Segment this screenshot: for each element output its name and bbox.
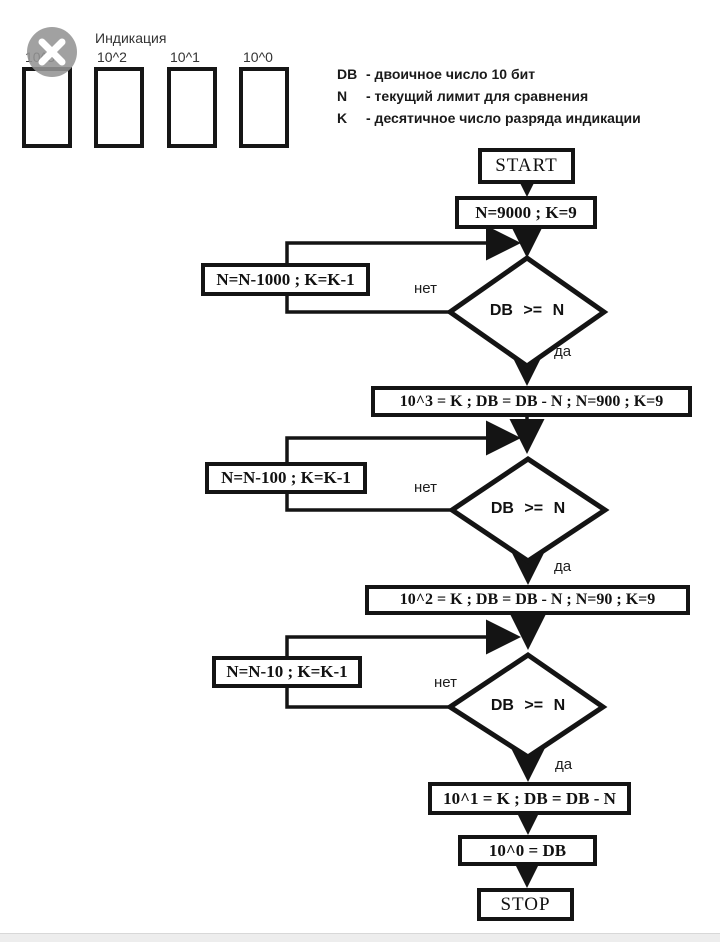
- branch-no-label-1: нет: [414, 280, 437, 297]
- stop-node: STOP: [477, 888, 574, 921]
- decision3-label: DB >= N: [490, 697, 566, 714]
- legend-term: K: [337, 110, 348, 126]
- branch-no-label-2: нет: [414, 479, 437, 496]
- decision1-diamond: [445, 254, 609, 370]
- legend-term: DB: [337, 66, 358, 82]
- close-icon: [38, 38, 66, 66]
- process3-node: 10^1 = K ; DB = DB - N: [428, 782, 631, 815]
- branch-yes-label-1: да: [554, 343, 572, 360]
- decision2-diamond: [447, 455, 610, 565]
- legend-row-k: K - десятичное число разряда индикации: [337, 107, 641, 129]
- decision3-diamond: [445, 651, 608, 760]
- indicator-digit-box-10e2: [94, 67, 144, 148]
- process4-node: 10^0 = DB: [458, 835, 597, 866]
- decision2-label: DB >= N: [490, 500, 566, 517]
- indicator-digit-box-10e0: [239, 67, 289, 148]
- legend-desc: - текущий лимит для сравнения: [366, 88, 589, 104]
- indicator-digit-box-10e3: [22, 67, 72, 148]
- decision1-label: DB >= N: [489, 302, 565, 319]
- indicator-title: Индикация: [95, 30, 167, 46]
- loop3-node: N=N-10 ; K=K-1: [212, 656, 362, 688]
- footer-divider: [0, 933, 720, 942]
- loop2-node: N=N-100 ; K=K-1: [205, 462, 367, 494]
- legend-desc: - десятичное число разряда индикации: [366, 110, 641, 126]
- indicator-digit-box-10e1: [167, 67, 217, 148]
- legend-term: N: [337, 88, 348, 104]
- digit-label-10e0: 10^0: [243, 49, 273, 65]
- digit-label-10e2: 10^2: [97, 49, 127, 65]
- branch-yes-label-2: да: [554, 558, 572, 575]
- legend-row-db: DB - двоичное число 10 бит: [337, 63, 641, 85]
- init-node: N=9000 ; K=9: [455, 196, 597, 229]
- branch-no-label-3: нет: [434, 674, 457, 691]
- start-node: START: [478, 148, 575, 184]
- legend-row-n: N - текущий лимит для сравнения: [337, 85, 641, 107]
- process2-node: 10^2 = K ; DB = DB - N ; N=90 ; K=9: [365, 585, 690, 615]
- loop1-node: N=N-1000 ; K=K-1: [201, 263, 370, 296]
- process1-node: 10^3 = K ; DB = DB - N ; N=900 ; K=9: [371, 386, 692, 417]
- legend-desc: - двоичное число 10 бит: [366, 66, 536, 82]
- close-button[interactable]: [27, 27, 77, 77]
- digit-label-10e1: 10^1: [170, 49, 200, 65]
- legend: DB - двоичное число 10 бит N - текущий л…: [337, 63, 641, 129]
- branch-yes-label-3: да: [555, 756, 573, 773]
